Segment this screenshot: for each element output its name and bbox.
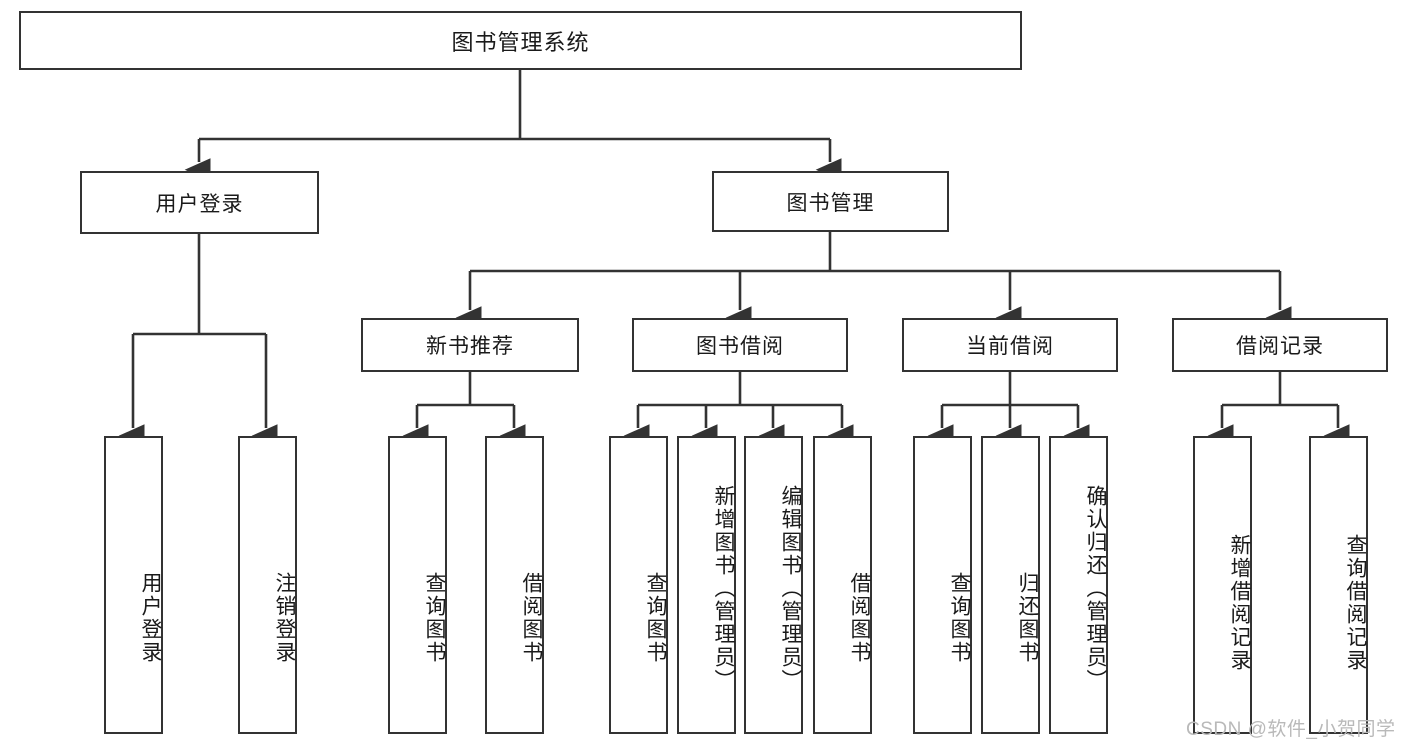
node-user-login[interactable]: 用户登录 [80,171,319,234]
node-label: 查询图书 [423,572,446,664]
node-label: 借阅图书 [520,572,543,664]
node-label: 用户登录 [155,192,244,216]
node-label: 借阅图书 [848,572,871,664]
node-label: 编辑图书（管理员） [779,484,802,692]
leaf-user-logout[interactable]: 注销登录 [238,436,297,734]
node-label: 归还图书 [1016,572,1039,664]
leaf-borrow-books[interactable]: 借阅图书 [813,436,872,734]
leaf-return-books[interactable]: 归还图书 [981,436,1040,734]
leaf-edit-book-admin[interactable]: 编辑图书（管理员） [744,436,803,734]
node-label: 图书管理 [786,191,875,215]
node-new-book-recommend[interactable]: 新书推荐 [361,318,579,372]
leaf-query-books-current[interactable]: 查询图书 [913,436,972,734]
node-current-borrow[interactable]: 当前借阅 [902,318,1118,372]
node-label: 图书管理系统 [451,29,590,55]
node-book-management[interactable]: 图书管理 [712,171,949,232]
node-label: 图书借阅 [696,335,784,358]
node-label: 新增图书（管理员） [712,484,735,692]
leaf-query-books-recommend[interactable]: 查询图书 [388,436,447,734]
leaf-confirm-return-admin[interactable]: 确认归还（管理员） [1049,436,1108,734]
leaf-query-books-borrow[interactable]: 查询图书 [609,436,668,734]
node-label: 查询借阅记录 [1344,534,1367,672]
node-label: 新书推荐 [426,335,514,358]
leaf-query-borrow-record[interactable]: 查询借阅记录 [1309,436,1368,734]
leaf-user-login[interactable]: 用户登录 [104,436,163,734]
node-borrow-record[interactable]: 借阅记录 [1172,318,1388,372]
csdn-watermark: CSDN @软件_小贺同学 [1186,719,1396,740]
leaf-add-borrow-record[interactable]: 新增借阅记录 [1193,436,1252,734]
node-label: 新增借阅记录 [1228,534,1251,672]
node-root-book-management-system[interactable]: 图书管理系统 [19,11,1022,70]
node-label: 查询图书 [948,572,971,664]
node-label: 借阅记录 [1236,335,1324,358]
node-label: 当前借阅 [966,335,1054,358]
leaf-borrow-books-recommend[interactable]: 借阅图书 [485,436,544,734]
node-label: 查询图书 [644,572,667,664]
node-label: 确认归还（管理员） [1084,484,1107,692]
leaf-add-book-admin[interactable]: 新增图书（管理员） [677,436,736,734]
node-label: 注销登录 [273,572,296,664]
node-label: 用户登录 [139,572,162,664]
node-book-borrow[interactable]: 图书借阅 [632,318,848,372]
